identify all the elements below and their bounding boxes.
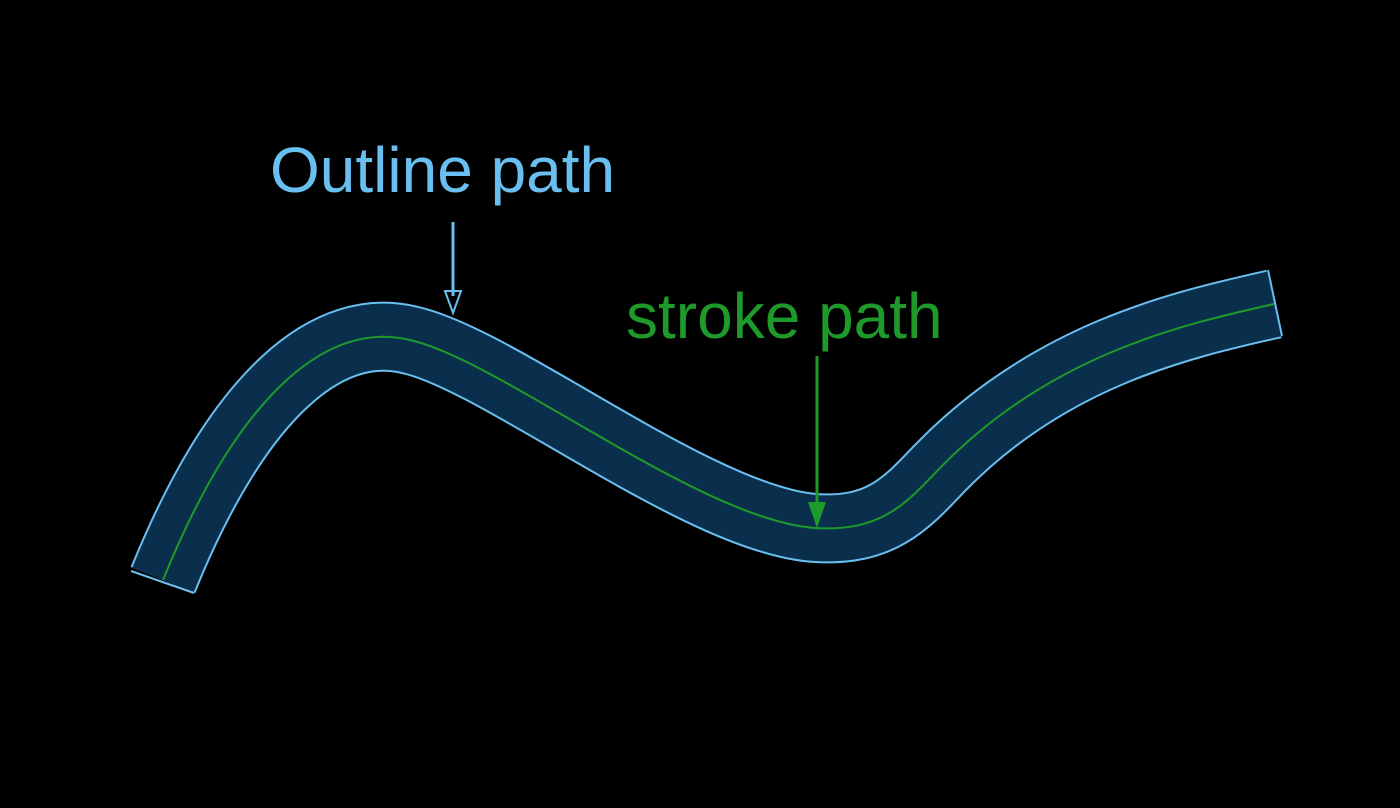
stroke-path-label: stroke path [626,280,943,352]
stroke-arrow-head [808,502,826,528]
outline-start-cap [130,570,195,594]
outline-path-label: Outline path [270,134,615,206]
outline-end-cap [1267,269,1283,337]
outline-arrow-head [443,290,463,316]
